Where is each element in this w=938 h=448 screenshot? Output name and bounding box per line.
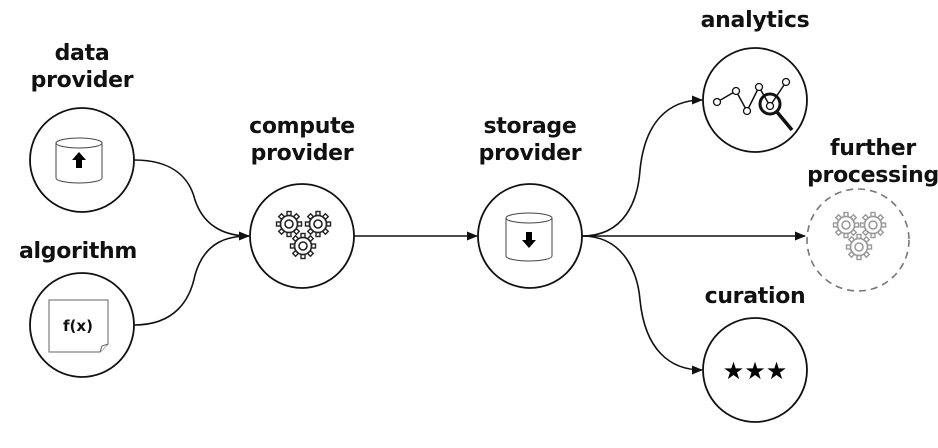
node-further-processing[interactable] (806, 188, 910, 292)
label-line: storage (483, 114, 577, 139)
node-analytics[interactable] (702, 47, 808, 153)
label-compute-provider: compute provider (249, 113, 355, 167)
label-storage-provider: storage provider (479, 113, 582, 167)
function-label: f(x) (63, 317, 93, 335)
edge-storage-to-analytics (581, 95, 704, 237)
label-line: compute (249, 114, 355, 139)
label-line: further (830, 136, 916, 161)
label-further-processing: further processing (807, 135, 938, 189)
edge-storage-to-curation (581, 235, 704, 375)
edge-data-to-compute (133, 159, 251, 241)
label-data-provider: data provider (31, 40, 134, 94)
label-curation: curation (705, 283, 806, 310)
node-compute-provider[interactable] (249, 183, 355, 289)
label-line: provider (250, 141, 354, 166)
document-function-icon: f(x) (48, 299, 109, 353)
database-upload-icon (55, 137, 103, 184)
edge-algorithm-to-compute (133, 235, 250, 326)
label-line: curation (704, 284, 806, 309)
label-analytics: analytics (701, 7, 810, 34)
label-line: algorithm (18, 239, 138, 264)
label-algorithm: algorithm (19, 238, 137, 265)
label-line: analytics (700, 8, 810, 33)
node-algorithm[interactable]: f(x) (29, 272, 135, 378)
label-line: provider (30, 68, 134, 93)
node-data-provider[interactable] (29, 107, 135, 213)
label-line: processing (807, 163, 938, 188)
node-storage-provider[interactable] (477, 183, 583, 289)
label-line: data (54, 41, 110, 66)
three-stars-icon: ★★★ (723, 357, 788, 385)
database-download-icon (505, 212, 553, 262)
label-line: provider (478, 141, 582, 166)
node-curation[interactable]: ★★★ (702, 317, 808, 423)
chart-magnifier-icon (712, 77, 794, 132)
